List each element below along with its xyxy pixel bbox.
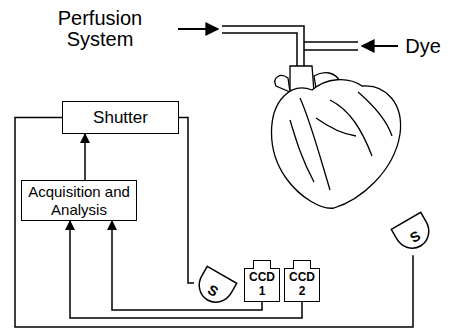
box-label: Acquisition and Analysis xyxy=(22,183,136,218)
box-label: Shutter xyxy=(93,108,148,128)
heart xyxy=(272,66,401,208)
camera-label: CCD 1 xyxy=(246,271,278,299)
light-source: S xyxy=(190,263,240,311)
ccd-lens xyxy=(293,260,311,269)
light-source: S xyxy=(388,209,438,257)
ccd-camera: CCD 2 xyxy=(284,268,320,302)
camera-label: CCD 2 xyxy=(286,271,318,299)
dye-label: Dye xyxy=(400,36,446,57)
signal-wire xyxy=(70,221,302,318)
signal-wire xyxy=(112,221,262,310)
shutter-box: Shutter xyxy=(62,101,179,134)
ccd-camera: CCD 1 xyxy=(244,268,280,302)
perfusion-arrow xyxy=(178,28,218,30)
perfusion-tube xyxy=(222,26,358,66)
signal-wire xyxy=(15,118,413,328)
signal-wire xyxy=(179,118,194,284)
perfusion-label: Perfusion System xyxy=(36,8,164,50)
dye-arrow xyxy=(362,45,398,47)
signal-wire xyxy=(84,134,86,180)
ccd-lens xyxy=(253,260,271,269)
process-box: Acquisition and Analysis xyxy=(21,180,137,221)
